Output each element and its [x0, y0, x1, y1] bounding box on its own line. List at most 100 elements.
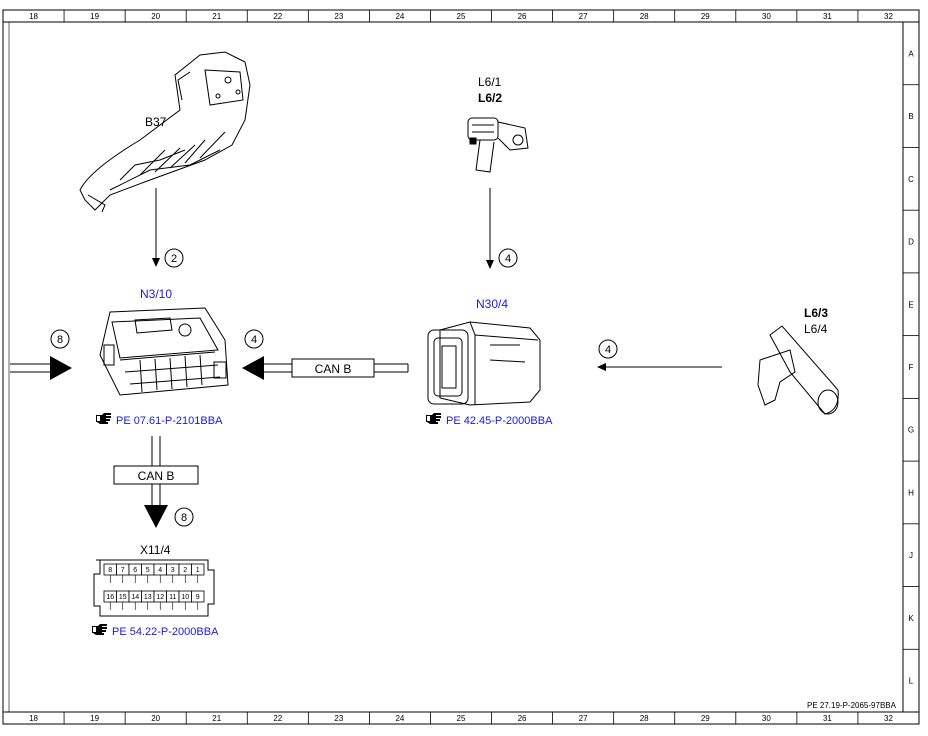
row-label: J [909, 551, 913, 560]
column-label-bottom: 31 [823, 714, 832, 723]
column-label-top: 22 [273, 12, 282, 21]
connector-reference[interactable]: PE 54.22-P-2000BBA [92, 624, 219, 638]
connector-pin-number: 8 [108, 567, 112, 574]
can-bus-label-abs-ecu: CAN B [315, 362, 352, 376]
signal-badge-pedal [164, 248, 184, 268]
sensor-top-label-1: L6/1 [478, 75, 502, 89]
signal-badge-sensor-top [498, 248, 518, 268]
row-label: B [908, 112, 913, 121]
pointing-hand-icon [426, 413, 441, 424]
can-bus-abs-ecu [242, 356, 409, 380]
column-label-bottom: 22 [273, 714, 282, 723]
column-label-top: 28 [640, 12, 649, 21]
connector-pin-row-top: 8 7 6 5 4 3 2 1 [103, 563, 205, 583]
signal-number-sensor-top: 4 [505, 253, 511, 265]
accelerator-pedal-drawing [79, 51, 251, 213]
ecu-label: N3/10 [140, 287, 172, 301]
column-label-bottom: 21 [212, 714, 221, 723]
row-label: L [909, 677, 914, 686]
column-label-top: 32 [884, 12, 893, 21]
drawing-frame [2, 9, 920, 725]
row-label: C [908, 175, 914, 184]
abs-control-unit-drawing [427, 321, 541, 406]
column-label-bottom: 32 [884, 714, 893, 723]
column-label-bottom: 19 [90, 714, 99, 723]
connector-reference-code: PE 54.22-P-2000BBA [112, 626, 219, 638]
column-label-top: 18 [29, 12, 38, 21]
connector-pin-number: 14 [131, 594, 139, 601]
abs-reference[interactable]: PE 42.45-P-2000BBA [426, 413, 553, 427]
pointing-hand-icon [92, 624, 107, 635]
column-label-top: 30 [762, 12, 771, 21]
sensor-right-label-1: L6/3 [804, 306, 828, 320]
signal-number-abs-ecu: 4 [251, 334, 257, 346]
signal-number-input: 8 [57, 334, 63, 346]
connector-pin-number: 5 [146, 567, 150, 574]
row-label: F [909, 363, 914, 372]
sensor-right-label-2: L6/4 [804, 322, 828, 336]
column-label-bottom: 30 [762, 714, 771, 723]
ecu-reference-code: PE 07.61-P-2101BBA [116, 415, 223, 427]
connector-pin-number: 11 [169, 594, 176, 601]
row-label: K [908, 614, 914, 623]
row-label: H [908, 488, 914, 497]
connector-pin-number: 1 [196, 567, 200, 574]
can-bus-ecu-connector [113, 436, 199, 528]
column-label-bottom: 24 [395, 714, 404, 723]
engine-control-unit-drawing [99, 307, 229, 396]
column-label-top: 21 [212, 12, 221, 21]
connector-pin-number: 7 [121, 567, 125, 574]
document-code: PE 27.19-P-2065-97BBA [807, 701, 897, 710]
column-label-top: 29 [701, 12, 710, 21]
pointing-hand-icon [96, 413, 111, 424]
speed-sensor-top-drawing [467, 117, 529, 173]
signal-number-connector: 8 [181, 512, 187, 524]
sensor-top-label-2: L6/2 [478, 91, 502, 105]
column-label-top: 31 [823, 12, 832, 21]
column-label-top: 24 [395, 12, 404, 21]
column-label-top: 26 [518, 12, 527, 21]
can-bus-label-ecu-connector: CAN B [138, 469, 175, 483]
signal-badge-connector [174, 507, 194, 527]
row-grid: A B C D E F G H J K L [903, 49, 919, 686]
column-label-bottom: 26 [518, 714, 527, 723]
signal-badge-sensor-right [598, 339, 618, 359]
row-label: D [908, 238, 914, 247]
signal-number-sensor-right: 4 [605, 344, 611, 356]
connector-pin-number: 12 [156, 594, 164, 601]
column-label-top: 25 [457, 12, 466, 21]
pedal-label: B37 [145, 115, 167, 129]
signal-badge-input [50, 329, 70, 349]
connector-label: X11/4 [140, 543, 171, 557]
column-label-bottom: 18 [29, 714, 38, 723]
connector-pin-number: 6 [133, 567, 137, 574]
column-label-bottom: 23 [334, 714, 343, 723]
column-label-bottom: 20 [151, 714, 160, 723]
column-grid: 1818191920202121222223232424252526262727… [29, 10, 893, 724]
column-label-bottom: 27 [579, 714, 588, 723]
connector-pin-number: 13 [144, 594, 152, 601]
column-label-bottom: 25 [457, 714, 466, 723]
connector-pin-number: 2 [183, 567, 187, 574]
row-label: E [908, 300, 913, 309]
signal-number-pedal: 2 [171, 253, 177, 265]
connector-pin-number: 9 [196, 594, 200, 601]
connector-pin-number: 4 [158, 567, 162, 574]
ecu-reference[interactable]: PE 07.61-P-2101BBA [96, 413, 223, 427]
column-label-top: 27 [579, 12, 588, 21]
column-label-top: 20 [151, 12, 160, 21]
signal-badge-abs-ecu [244, 329, 264, 349]
column-label-bottom: 29 [701, 714, 710, 723]
abs-unit-label: N30/4 [476, 297, 508, 311]
input-arrow-left [10, 356, 72, 380]
column-label-top: 19 [90, 12, 99, 21]
connector-pin-number: 3 [171, 567, 175, 574]
connector-pin-number: 15 [119, 594, 127, 601]
speed-sensor-right-drawing [757, 325, 839, 415]
row-label: A [908, 49, 914, 58]
column-label-bottom: 28 [640, 714, 649, 723]
row-label: G [908, 426, 914, 435]
connector-pin-number: 10 [181, 594, 189, 601]
